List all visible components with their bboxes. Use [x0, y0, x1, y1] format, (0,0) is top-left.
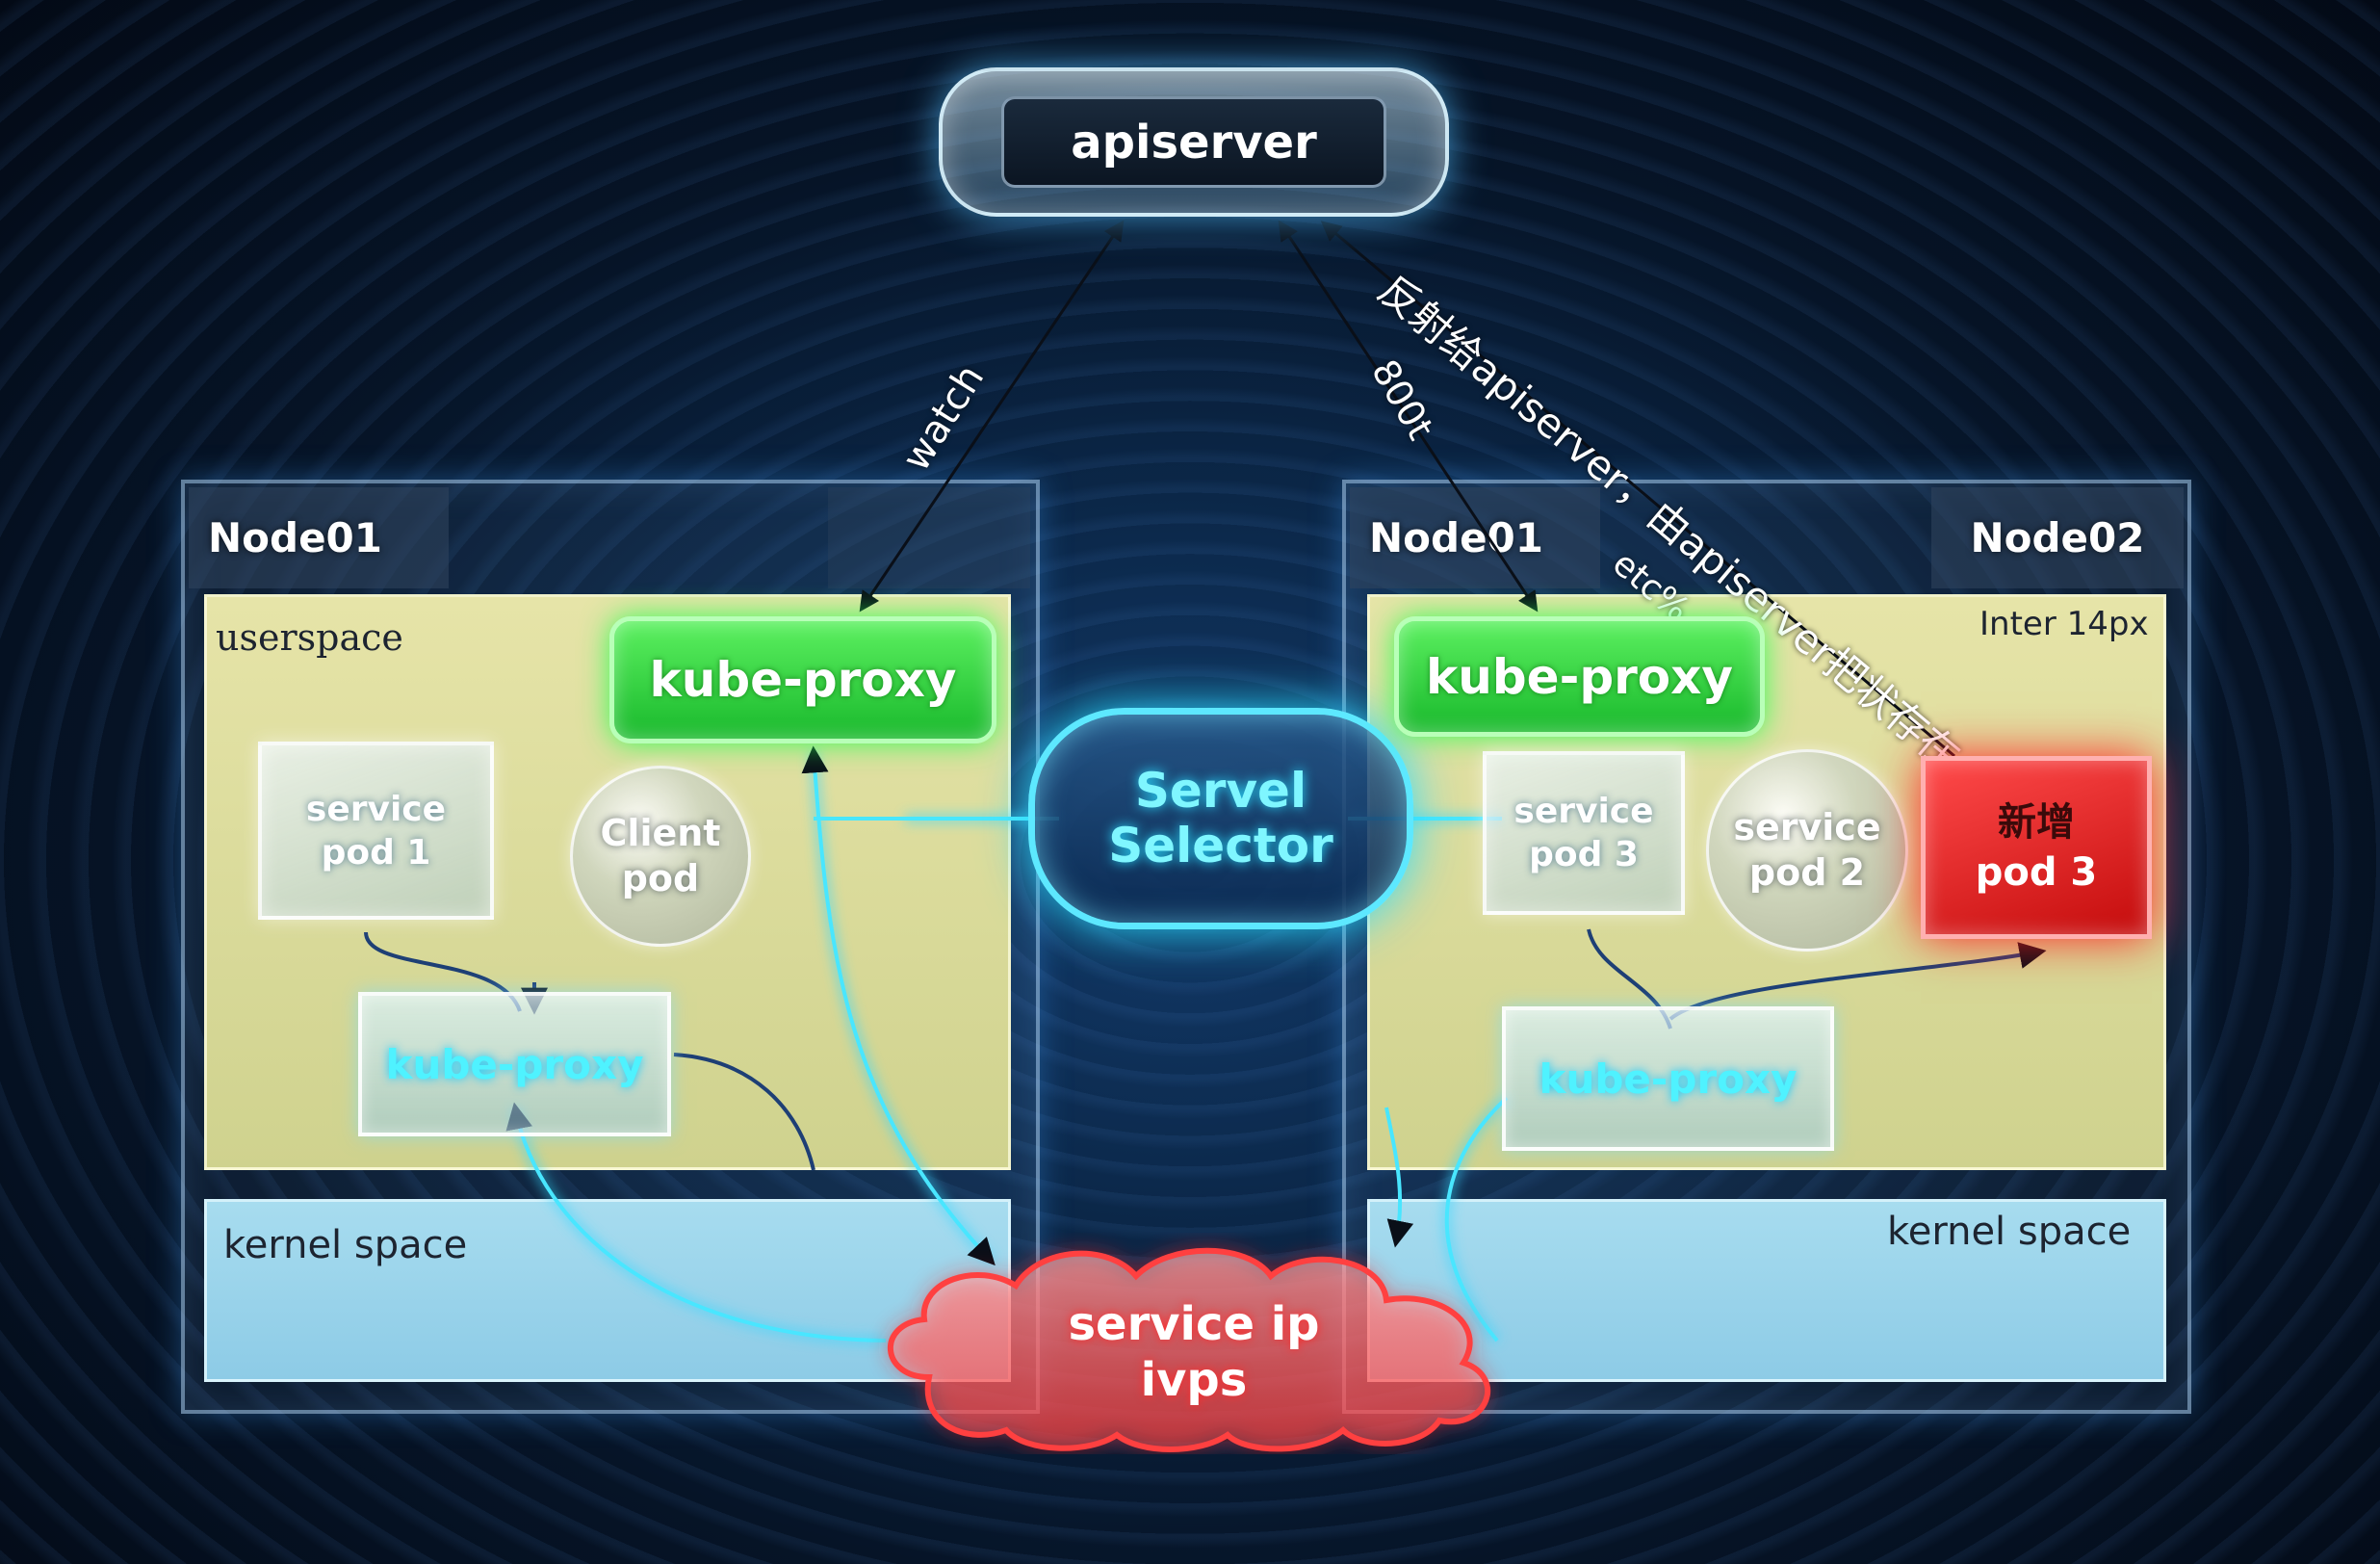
right-kube-proxy-bottom[interactable]: kube-proxy	[1502, 1006, 1834, 1151]
right-service-pod-2-line2: pod 2	[1748, 851, 1866, 894]
right-kube-proxy-userspace[interactable]: kube-proxy	[1394, 616, 1765, 737]
watch-arrow	[859, 220, 1125, 613]
service-ip-line1: service ip	[1068, 1297, 1320, 1352]
left-client-pod-text: Client pod	[601, 811, 721, 902]
right-kube-proxy-bottom-label: kube-proxy	[1539, 1055, 1798, 1103]
left-kube-proxy-bottom[interactable]: kube-proxy	[358, 992, 671, 1136]
service-selector-line1: Servel	[1134, 762, 1307, 819]
node-right-kernelspace-label: kernel space	[1887, 1210, 2132, 1254]
node-right-title-right: Node02	[1931, 487, 2184, 588]
right-service-pod-2[interactable]: service pod 2	[1706, 749, 1908, 951]
service-ip-text: service ip ivps	[1001, 1281, 1386, 1425]
apiserver-label: apiserver	[1071, 115, 1317, 169]
node-left-title: Node01	[189, 487, 449, 588]
left-kube-proxy-userspace[interactable]: kube-proxy	[609, 616, 996, 743]
right-service-pod-2-line1: service	[1733, 805, 1881, 848]
right-service-pod-3-line1: service	[1513, 792, 1654, 831]
node-right-kernelspace	[1367, 1199, 2166, 1382]
left-service-pod-1-line1: service	[305, 789, 447, 829]
service-ip-cloud[interactable]	[862, 1233, 1526, 1454]
service-selector-line2: Selector	[1108, 818, 1333, 873]
right-service-pod-3-text: service pod 3	[1513, 790, 1653, 876]
node-left-userspace-label: userspace	[216, 616, 403, 659]
right-service-pod-3-line2: pod 3	[1529, 835, 1639, 874]
left-client-pod-line1: Client	[600, 811, 721, 854]
service-selector[interactable]: Servel Selector	[1028, 708, 1413, 929]
new-pod-3-line2: pod 3	[1975, 850, 2098, 895]
apiserver-label-box: apiserver	[1001, 96, 1386, 188]
right-service-pod-3[interactable]: service pod 3	[1483, 751, 1685, 915]
service-selector-text: Servel Selector	[1108, 762, 1333, 874]
left-client-pod[interactable]: Client pod	[570, 766, 751, 947]
right-service-pod-2-text: service pod 2	[1733, 805, 1880, 897]
left-service-pod-1-text: service pod 1	[306, 788, 446, 874]
left-kube-proxy-bottom-label: kube-proxy	[385, 1040, 644, 1088]
node-left-kernelspace-label: kernel space	[223, 1223, 468, 1267]
apiserver-to-right-proxy-arrow	[1278, 220, 1539, 613]
new-pod-3-line1: 新增	[1997, 800, 2075, 845]
left-kube-proxy-userspace-label: kube-proxy	[649, 652, 957, 708]
newpod-to-apiserver-arrow	[1320, 221, 1955, 758]
new-pod-3-text: 新增 pod 3	[1976, 797, 2098, 898]
font-note-label: Inter 14px	[1979, 605, 2149, 643]
node-left-title-text: Node01	[208, 514, 383, 561]
right-kube-proxy-userspace-label: kube-proxy	[1426, 648, 1733, 705]
left-service-pod-1-line2: pod 1	[321, 832, 431, 873]
service-ip-line2: ivps	[1140, 1353, 1248, 1407]
left-client-pod-line2: pod	[621, 857, 700, 899]
service-ip-text-inner: service ip ivps	[1068, 1297, 1319, 1408]
new-pod-3[interactable]: 新增 pod 3	[1921, 756, 2152, 939]
left-service-pod-1[interactable]: service pod 1	[258, 742, 494, 920]
node-right-title-right-text: Node02	[1970, 514, 2145, 561]
